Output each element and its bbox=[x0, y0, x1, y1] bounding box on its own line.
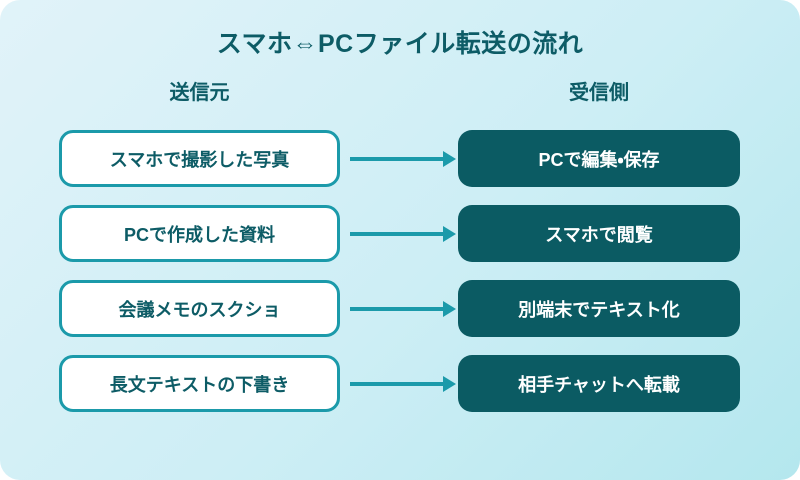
arrow-right-icon bbox=[350, 300, 456, 317]
arrow-right-icon bbox=[350, 150, 456, 167]
flow-row: 長文テキストの下書き 相手チャットへ転載 bbox=[0, 355, 800, 412]
target-box: スマホで閲覧 bbox=[458, 205, 740, 262]
target-box: 相手チャットへ転載 bbox=[458, 355, 740, 412]
arrow-right-icon bbox=[350, 375, 456, 392]
arrow-shaft bbox=[350, 231, 443, 236]
target-box: PCで編集・保存 bbox=[458, 130, 740, 187]
arrow-shaft bbox=[350, 381, 443, 386]
arrow-head bbox=[443, 300, 456, 317]
column-header-source: 送信元 bbox=[169, 82, 230, 104]
target-box: 別端末でテキスト化 bbox=[458, 280, 740, 337]
source-box: PCで作成した資料 bbox=[59, 205, 340, 262]
source-box: 長文テキストの下書き bbox=[59, 355, 340, 412]
page-title: スマホ⇔PCファイル転送の流れ bbox=[216, 30, 584, 58]
arrow-head bbox=[443, 375, 456, 392]
flow-row: 会議メモのスクショ 別端末でテキスト化 bbox=[0, 280, 800, 337]
source-box: 会議メモのスクショ bbox=[59, 280, 340, 337]
source-box: スマホで撮影した写真 bbox=[59, 130, 340, 187]
column-header-target: 受信側 bbox=[569, 82, 629, 104]
arrow-head bbox=[443, 225, 456, 242]
arrow-right-icon bbox=[350, 225, 456, 242]
arrow-shaft bbox=[350, 306, 443, 311]
flow-row: PCで作成した資料 スマホで閲覧 bbox=[0, 205, 800, 262]
arrow-head bbox=[443, 150, 456, 167]
flow-row: スマホで撮影した写真 PCで編集・保存 bbox=[0, 130, 800, 187]
arrow-shaft bbox=[350, 156, 443, 161]
